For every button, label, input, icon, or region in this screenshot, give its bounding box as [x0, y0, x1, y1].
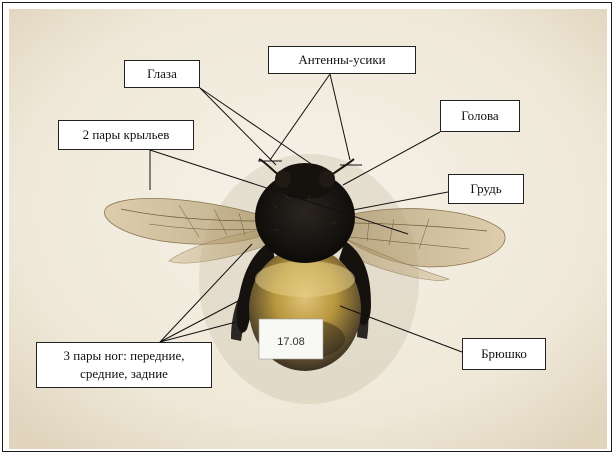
eyes-leader-right: [200, 88, 320, 170]
label-legs-text-line2: средние, задние: [80, 365, 168, 383]
antennae-leader-right: [330, 74, 350, 160]
head-leader: [343, 132, 440, 185]
legs-leader-3: [160, 322, 236, 342]
thorax-leader: [342, 192, 448, 212]
label-antennae-text: Антенны-усики: [298, 51, 385, 69]
label-head: Голова: [440, 100, 520, 132]
label-eyes-text: Глаза: [147, 65, 177, 83]
legs-leader-2: [160, 300, 240, 342]
label-thorax-text: Грудь: [470, 180, 501, 198]
label-antennae: Антенны-усики: [268, 46, 416, 74]
label-legs-text-line1: 3 пары ног: передние,: [64, 347, 185, 365]
label-legs: 3 пары ног: передние, средние, задние: [36, 342, 212, 388]
eyes-leader-left: [200, 88, 276, 165]
label-thorax: Грудь: [448, 174, 524, 204]
abdomen-leader: [340, 306, 462, 352]
wings-leader-right: [150, 150, 408, 234]
label-wings: 2 пары крыльев: [58, 120, 194, 150]
label-abdomen: Брюшко: [462, 338, 546, 370]
label-abdomen-text: Брюшко: [481, 345, 527, 363]
label-head-text: Голова: [461, 107, 498, 125]
label-eyes: Глаза: [124, 60, 200, 88]
antennae-leader-left: [270, 74, 330, 160]
legs-leader-1: [160, 244, 252, 342]
label-wings-text: 2 пары крыльев: [83, 126, 170, 144]
